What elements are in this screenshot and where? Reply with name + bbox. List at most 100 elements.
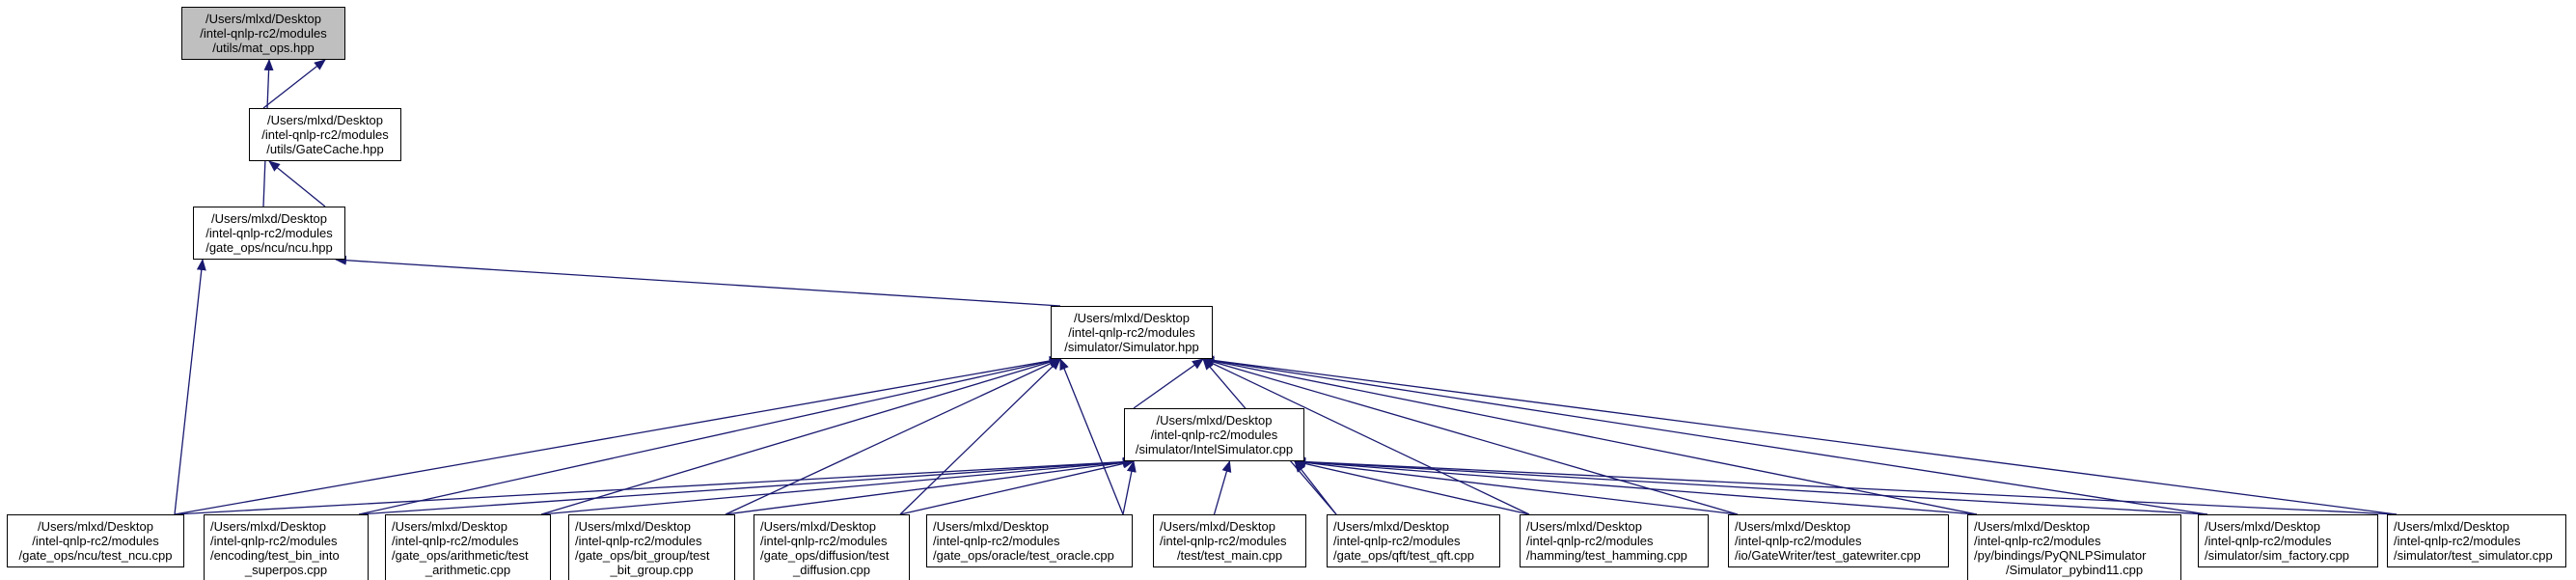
node-line: /utils/mat_ops.hpp (212, 41, 315, 55)
node-line: /test/test_main.cpp (1176, 548, 1283, 563)
node-mat-ops-hpp: /Users/mlxd/Desktop /intel-qnlp-rc2/modu… (181, 7, 345, 60)
edge-sim_factory-to-simulator (1202, 355, 2208, 515)
node-test-bit-group-cpp[interactable]: /Users/mlxd/Desktop /intel-qnlp-rc2/modu… (568, 514, 735, 580)
node-line: _superpos.cpp (244, 563, 328, 577)
edge-intelsim-to-simulator (1133, 358, 1204, 409)
node-line: /Users/mlxd/Desktop (1333, 519, 1449, 534)
node-line: /Users/mlxd/Desktop (2205, 519, 2320, 534)
edge-test_gatewriter-to-intelsim (1294, 457, 1739, 515)
node-line: /hamming/test_hamming.cpp (1526, 548, 1687, 563)
edge-test_ncu-to-ncu (174, 259, 206, 515)
node-line: /intel-qnlp-rc2/modules (1974, 534, 2101, 548)
node-line: _diffusion.cpp (793, 563, 870, 577)
edge-test_qft-to-intelsim (1294, 460, 1337, 515)
node-line: /gate_ops/bit_group/test (575, 548, 710, 563)
node-line: /intel-qnlp-rc2/modules (1150, 428, 1278, 442)
edge-test_bin-to-simulator (358, 356, 1061, 515)
edge-ncu-to-gatecache (268, 160, 326, 207)
node-line: /intel-qnlp-rc2/modules (1160, 534, 1287, 548)
edge-test_bin-to-intelsim (358, 456, 1135, 515)
node-line: /intel-qnlp-rc2/modules (2394, 534, 2521, 548)
node-line: /gate_ops/oracle/test_oracle.cpp (933, 548, 1114, 563)
edge-pybind-to-intelsim (1294, 456, 1978, 515)
edge-test_simulator-to-intelsim (1294, 456, 2398, 515)
node-line: /utils/GateCache.hpp (266, 142, 384, 156)
node-line: /Users/mlxd/Desktop (38, 519, 153, 534)
node-line: /gate_ops/ncu/test_ncu.cpp (18, 548, 173, 563)
node-intelsimulator-cpp[interactable]: /Users/mlxd/Desktop /intel-qnlp-rc2/modu… (1124, 408, 1304, 461)
node-line: /Users/mlxd/Desktop (1156, 413, 1273, 428)
node-line: /gate_ops/diffusion/test (760, 548, 890, 563)
edge-test_arith-to-simulator (540, 357, 1061, 515)
edge-test_hamming-to-intelsim (1294, 458, 1530, 515)
node-line: /intel-qnlp-rc2/modules (760, 534, 888, 548)
edge-test_diffusion-to-intelsim (899, 458, 1135, 515)
edge-test_bitgroup-to-simulator (725, 358, 1061, 515)
node-line: /Users/mlxd/Desktop (392, 519, 507, 534)
node-sim-factory-cpp[interactable]: /Users/mlxd/Desktop /intel-qnlp-rc2/modu… (2198, 514, 2378, 567)
node-line: /Users/mlxd/Desktop (1974, 519, 2090, 534)
edge-sim_factory-to-intelsim (1294, 456, 2208, 515)
edge-pybind-to-simulator (1202, 356, 1978, 515)
node-line: /gate_ops/ncu/ncu.hpp (206, 240, 333, 255)
node-line: /Users/mlxd/Desktop (575, 519, 691, 534)
node-line: /py/bindings/PyQNLPSimulator (1974, 548, 2147, 563)
node-test-gatewriter-cpp[interactable]: /Users/mlxd/Desktop /intel-qnlp-rc2/modu… (1728, 514, 1949, 567)
node-test-ncu-cpp[interactable]: /Users/mlxd/Desktop /intel-qnlp-rc2/modu… (7, 514, 184, 567)
node-line: /gate_ops/qft/test_qft.cpp (1333, 548, 1474, 563)
node-line: /simulator/test_simulator.cpp (2394, 548, 2553, 563)
node-line: /intel-qnlp-rc2/modules (1735, 534, 1862, 548)
node-test-main-cpp[interactable]: /Users/mlxd/Desktop /intel-qnlp-rc2/modu… (1153, 514, 1306, 567)
node-line: /Users/mlxd/Desktop (1160, 519, 1275, 534)
node-line: /intel-qnlp-rc2/modules (2205, 534, 2332, 548)
node-line: /intel-qnlp-rc2/modules (261, 127, 389, 142)
edge-test_ncu-to-intelsim (174, 456, 1135, 515)
node-test-simulator-cpp[interactable]: /Users/mlxd/Desktop /intel-qnlp-rc2/modu… (2387, 514, 2566, 567)
node-simulator-hpp[interactable]: /Users/mlxd/Desktop /intel-qnlp-rc2/modu… (1051, 306, 1213, 359)
node-line: /intel-qnlp-rc2/modules (32, 534, 159, 548)
edge-test_main-to-intelsim (1213, 460, 1232, 515)
node-line: /intel-qnlp-rc2/modules (1068, 325, 1195, 340)
node-line: /simulator/Simulator.hpp (1064, 340, 1199, 354)
edge-test_arith-to-intelsim (540, 457, 1135, 515)
node-line: /intel-qnlp-rc2/modules (1333, 534, 1461, 548)
node-test-qft-cpp[interactable]: /Users/mlxd/Desktop /intel-qnlp-rc2/modu… (1327, 514, 1500, 567)
node-test-bin-into-superpos-cpp[interactable]: /Users/mlxd/Desktop /intel-qnlp-rc2/modu… (204, 514, 369, 580)
node-line: /intel-qnlp-rc2/modules (933, 534, 1060, 548)
edge-test_oracle-to-intelsim (1122, 460, 1137, 515)
node-line: /Simulator_pybind11.cpp (2005, 563, 2144, 577)
node-line: /encoding/test_bin_into (210, 548, 340, 563)
node-line: _bit_group.cpp (610, 563, 694, 577)
node-line: /intel-qnlp-rc2/modules (392, 534, 519, 548)
node-line: /Users/mlxd/Desktop (210, 519, 326, 534)
edge-gatecache-to-mat_ops (262, 59, 326, 109)
node-line: /intel-qnlp-rc2/modules (575, 534, 702, 548)
node-line: /Users/mlxd/Desktop (206, 12, 321, 26)
node-line: _arithmetic.cpp (425, 563, 511, 577)
node-simulator-pybind11-cpp[interactable]: /Users/mlxd/Desktop /intel-qnlp-rc2/modu… (1967, 514, 2181, 580)
edge-test_ncu-to-simulator (174, 355, 1061, 515)
node-line: /gate_ops/arithmetic/test (392, 548, 529, 563)
node-test-diffusion-cpp[interactable]: /Users/mlxd/Desktop /intel-qnlp-rc2/modu… (754, 514, 910, 580)
node-ncu-hpp[interactable]: /Users/mlxd/Desktop /intel-qnlp-rc2/modu… (193, 207, 345, 260)
node-line: /Users/mlxd/Desktop (933, 519, 1049, 534)
node-line: /Users/mlxd/Desktop (1074, 311, 1190, 325)
edge-test_bitgroup-to-intelsim (725, 457, 1135, 515)
node-line: /intel-qnlp-rc2/modules (210, 534, 338, 548)
node-line: /Users/mlxd/Desktop (211, 211, 327, 226)
node-line: /intel-qnlp-rc2/modules (200, 26, 327, 41)
node-test-hamming-cpp[interactable]: /Users/mlxd/Desktop /intel-qnlp-rc2/modu… (1520, 514, 1709, 567)
node-test-arithmetic-cpp[interactable]: /Users/mlxd/Desktop /intel-qnlp-rc2/modu… (385, 514, 551, 580)
node-line: /Users/mlxd/Desktop (1735, 519, 1850, 534)
edge-test_oracle-to-simulator (1059, 358, 1124, 515)
node-test-oracle-cpp[interactable]: /Users/mlxd/Desktop /intel-qnlp-rc2/modu… (926, 514, 1133, 567)
node-line: /io/GateWriter/test_gatewriter.cpp (1735, 548, 1921, 563)
node-line: /Users/mlxd/Desktop (267, 113, 383, 127)
node-gatecache-hpp[interactable]: /Users/mlxd/Desktop /intel-qnlp-rc2/modu… (249, 108, 401, 161)
node-line: /Users/mlxd/Desktop (2394, 519, 2509, 534)
node-line: /Users/mlxd/Desktop (1526, 519, 1642, 534)
node-line: /Users/mlxd/Desktop (760, 519, 876, 534)
edge-test_simulator-to-simulator (1202, 355, 2398, 515)
